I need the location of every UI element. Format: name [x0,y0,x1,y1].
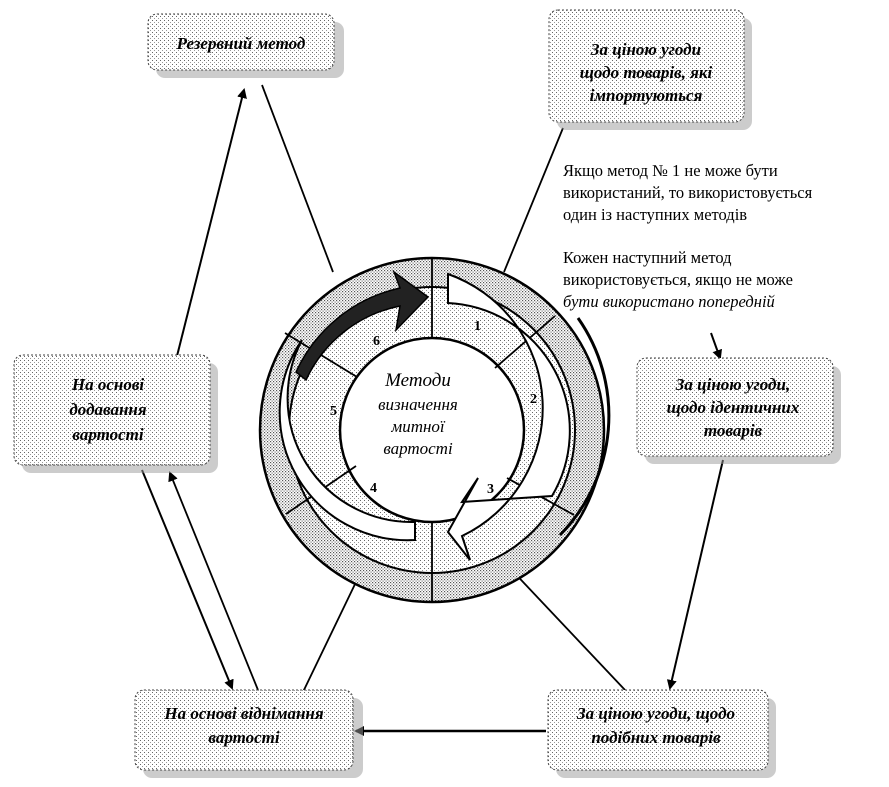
arrow-to-identical [710,332,722,360]
note-line: використаний, то використовується [563,183,813,202]
line-reserve-to-ring [261,84,334,273]
curved-arrow-white [446,272,571,561]
center-label: Методи визначення митної вартості [378,370,458,458]
segment-3: 3 [487,482,494,497]
box-line: На основі [71,375,145,394]
line-imported-to-ring [503,127,564,273]
center-label-line: митної [390,417,446,436]
note-line: один із наступних методів [563,205,747,224]
segment-1: 1 [474,319,481,334]
box-transaction-imported: За ціною угоди щодо товарів, які імпорту… [548,9,752,130]
box-line: За ціною угоди [590,40,701,59]
box-reserve: Резервний метод [147,13,344,78]
arrow-identical-to-similar [666,459,724,690]
box-identical-goods: За ціною угоди, щодо ідентичних товарів [636,357,841,464]
curved-arrow-white-left [278,339,416,542]
arrow-deductive-to-computed [168,471,259,691]
note-line: Якщо метод № 1 не може бути [563,161,778,180]
segment-2: 2 [530,392,537,407]
center-label-line: визначення [378,395,458,414]
center-label-line: вартості [383,439,453,458]
outer-arc-right [558,317,611,537]
box-deductive: На основі віднімання вартості [134,689,363,778]
box-line: подібних товарів [591,728,721,747]
segment-6: 6 [373,334,380,349]
divider [494,315,556,369]
box-line: щодо товарів, які [580,63,713,82]
note-line: бути використано попередній [563,292,776,311]
curved-arrow-dark [295,269,430,382]
arrow-computed-to-deductive [141,469,234,690]
box-similar-goods: За ціною угоди, щодо подібних товарів [547,689,776,778]
box-line: додавання [69,400,146,419]
box-line: щодо ідентичних [667,398,800,417]
connectors [141,84,724,736]
box-line: На основі віднімання [163,704,323,723]
note-method-1-unusable: Якщо метод № 1 не може бути використаний… [563,161,813,224]
box-line: вартості [208,728,280,747]
box-line: За ціною угоди, [675,375,790,394]
box-line: імпортуються [590,86,703,105]
segment-4: 4 [370,481,377,496]
note-line: Кожен наступний метод [563,248,732,267]
line-ring-to-similar [506,564,626,691]
methods-ring: 1 2 3 4 5 6 Методи визначення митної вар… [258,256,611,604]
box-reserve-text: Резервний метод [176,34,306,53]
box-line: За ціною угоди, щодо [576,704,735,723]
box-line: товарів [704,421,763,440]
note-each-next-method: Кожен наступний метод використовується, … [563,248,793,311]
center-label-line: Методи [384,370,451,391]
segment-5: 5 [330,404,337,419]
arrow-computed-to-reserve [175,88,247,361]
box-computed: На основі додавання вартості [13,354,218,473]
note-line: використовується, якщо не може [563,270,793,289]
box-line: вартості [72,425,144,444]
line-ring-to-deductive [302,579,358,693]
